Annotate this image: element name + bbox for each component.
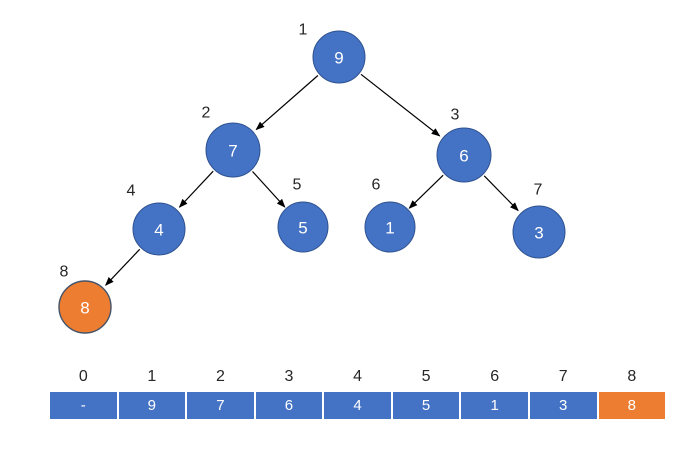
array-cell-8-highlighted: 8	[598, 392, 666, 419]
node-index-label: 3	[451, 107, 460, 124]
tree-node-4: 4 4	[127, 183, 186, 256]
array-cell-3: 6	[255, 392, 323, 419]
array-index-3: 3	[284, 368, 294, 385]
array-cell-7: 3	[529, 392, 597, 419]
edge-9-7-arrow	[255, 75, 319, 131]
node-index-label: 4	[127, 183, 136, 200]
node-circle-value-7	[205, 122, 261, 178]
node-index-label: 6	[372, 177, 381, 194]
array-cell-4: 4	[324, 392, 391, 419]
array-index-8: 8	[627, 368, 637, 385]
edge-4-8-arrow	[105, 248, 141, 286]
tree-node-2: 7 2	[202, 105, 261, 178]
node-circle-value-8-highlighted	[58, 280, 112, 334]
array-cell-1: 9	[118, 392, 186, 419]
array-index-6: 6	[490, 368, 500, 385]
array-index-4: 4	[353, 368, 362, 385]
node-index-label: 5	[293, 177, 302, 194]
tree-node-7: 3 7	[512, 182, 566, 259]
heap-array: 0 1 2 3 4 5 6 7 8 - 9 7 6 4 5 1 3 8	[50, 367, 666, 419]
node-circle-value-6	[436, 127, 492, 183]
node-value: 1	[385, 219, 394, 238]
array-cell-2: 7	[187, 392, 254, 419]
node-index-label: 2	[202, 105, 211, 122]
array-index-2: 2	[215, 368, 225, 385]
node-value: 9	[334, 49, 343, 68]
array-cell-row: - 9 7 6 4 5 1 3 8	[50, 392, 666, 419]
edge-9-6-arrow	[360, 73, 441, 137]
edge-7-5-arrow	[252, 171, 286, 208]
tree-node-8-highlighted: 8 8	[58, 264, 112, 334]
array-cell-0: -	[50, 392, 117, 419]
node-index-label: 8	[60, 264, 69, 281]
node-value: 8	[80, 299, 89, 318]
node-index-label: 1	[299, 22, 308, 39]
array-index-0: 0	[78, 368, 88, 385]
node-value: 7	[228, 142, 237, 161]
node-index-label: 7	[534, 182, 543, 199]
node-value: 4	[154, 221, 163, 240]
tree-node-5: 5 5	[277, 177, 329, 253]
node-circle-value-5	[277, 201, 329, 253]
tree-node-3: 6 3	[436, 107, 492, 183]
array-cell-6: 1	[461, 392, 528, 419]
node-value: 3	[534, 224, 543, 243]
node-circle-value-3	[512, 205, 566, 259]
array-index-5: 5	[421, 368, 431, 385]
node-circle-value-9	[312, 30, 366, 84]
heap-tree: 9 1 7 2 6 3 4 4 5 5 1 6	[58, 22, 566, 334]
edge-7-4-arrow	[178, 170, 214, 208]
node-circle-value-4	[132, 202, 186, 256]
node-circle-value-1	[364, 201, 416, 253]
edge-6-3-arrow	[483, 175, 519, 212]
tree-node-1: 9 1	[299, 22, 366, 84]
node-value: 5	[298, 219, 307, 238]
node-value: 6	[459, 147, 468, 166]
tree-edges	[105, 73, 519, 286]
edge-6-1-arrow	[408, 174, 444, 209]
array-index-7: 7	[558, 368, 568, 385]
tree-node-6: 1 6	[364, 177, 416, 253]
array-index-1: 1	[147, 368, 157, 385]
array-cell-5: 5	[392, 392, 460, 419]
array-index-row: 0 1 2 3 4 5 6 7 8	[50, 367, 665, 386]
